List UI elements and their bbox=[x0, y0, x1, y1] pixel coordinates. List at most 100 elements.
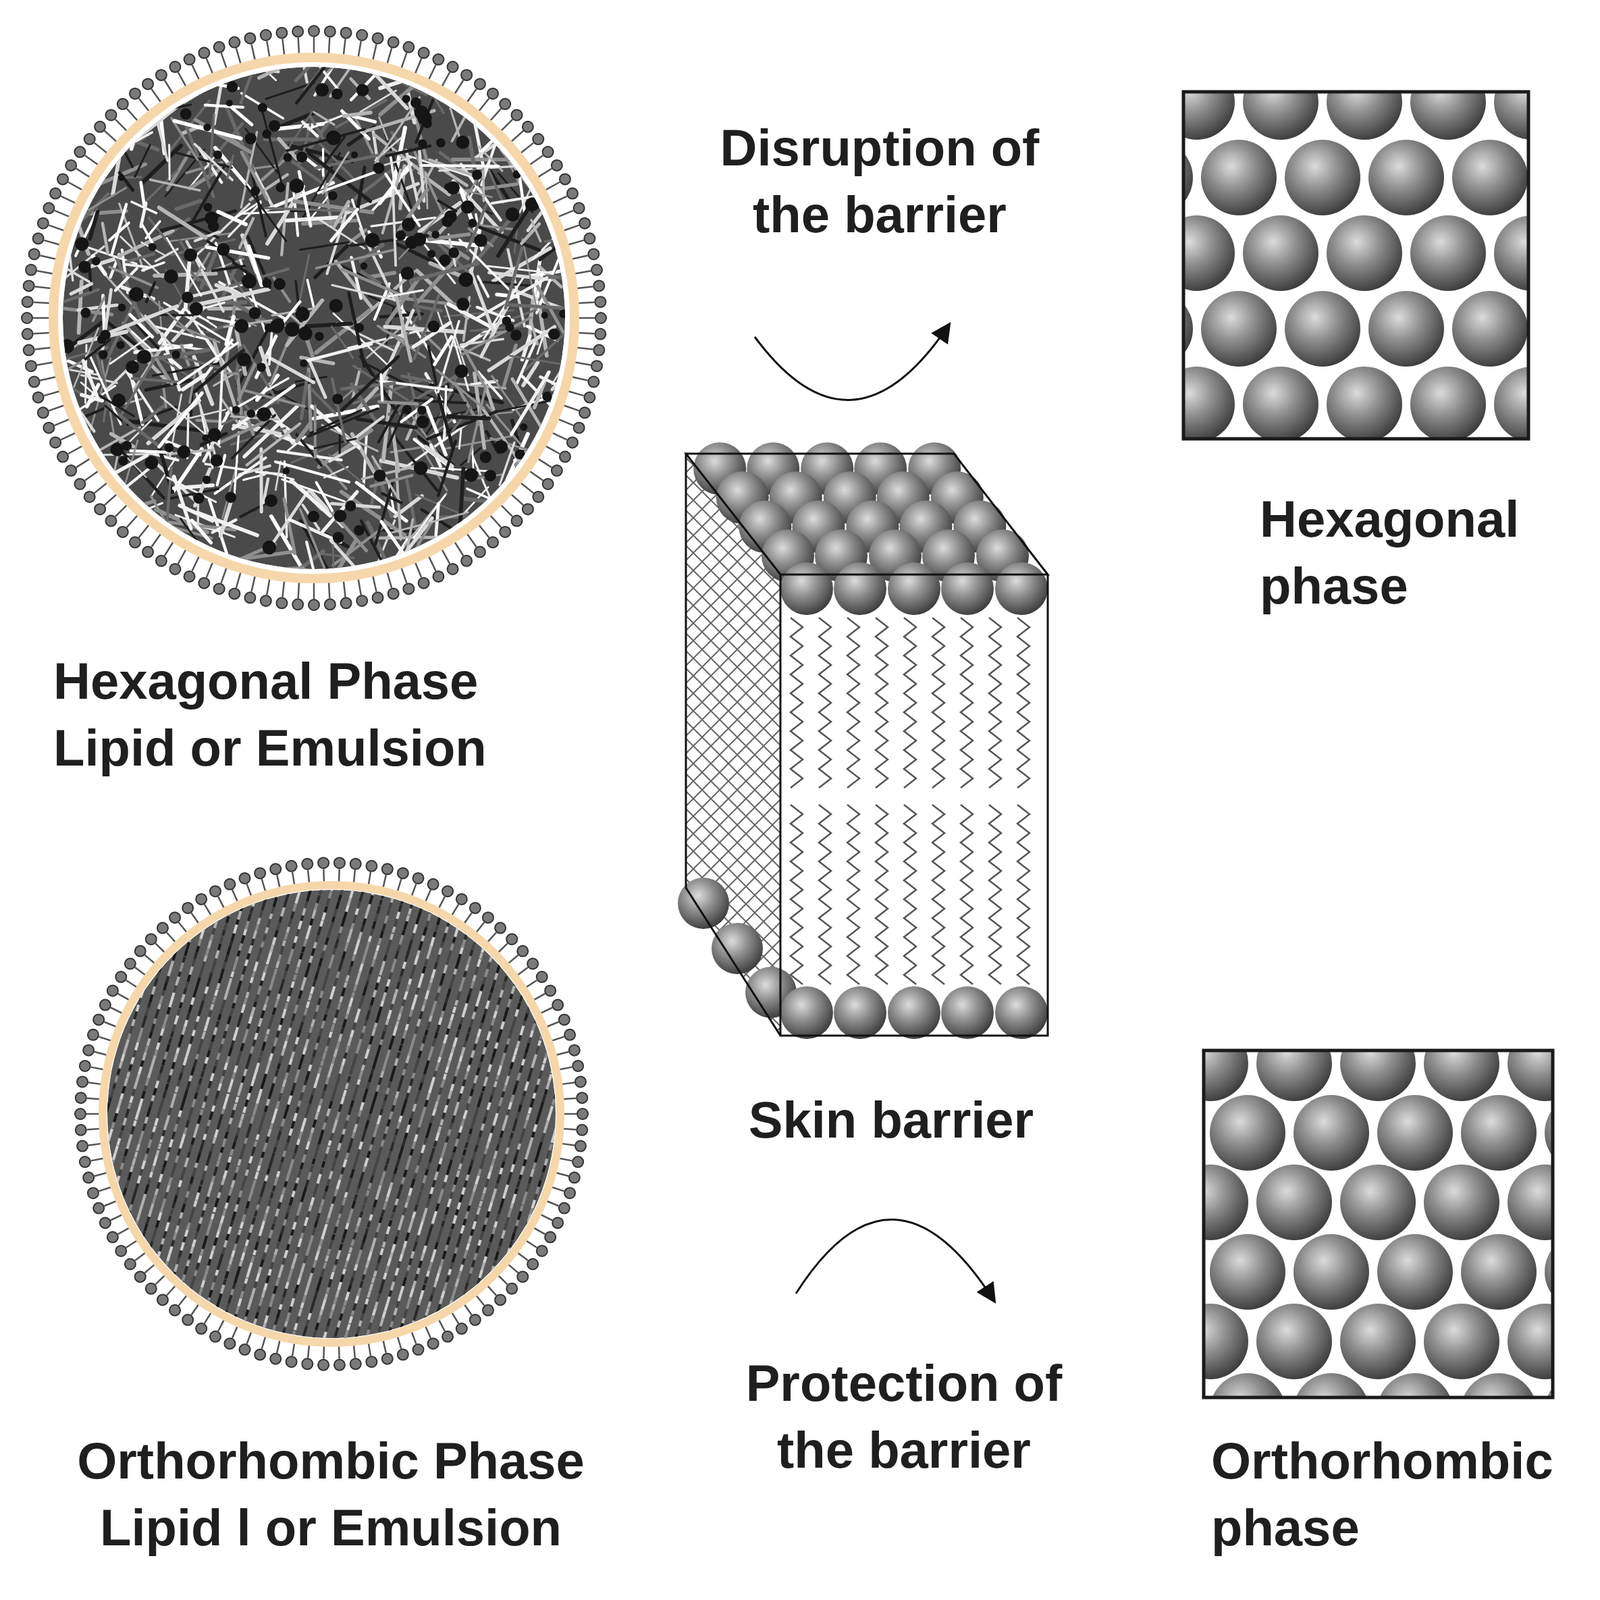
striation bbox=[134, 1120, 136, 1127]
fibre-knot bbox=[455, 135, 470, 150]
striation bbox=[273, 936, 277, 945]
fibre bbox=[105, 405, 122, 420]
lipid-head bbox=[579, 407, 591, 418]
lipid-tail bbox=[442, 72, 450, 86]
fibre bbox=[351, 78, 370, 99]
striation bbox=[217, 1120, 221, 1130]
lipid-head bbox=[22, 296, 34, 308]
striation bbox=[238, 979, 242, 990]
striation bbox=[287, 1064, 290, 1073]
striation bbox=[160, 995, 163, 1004]
lipid-tail bbox=[115, 119, 127, 131]
fibre-knot bbox=[262, 540, 277, 555]
striation bbox=[267, 958, 269, 965]
lipid-head bbox=[292, 26, 304, 38]
striation bbox=[216, 1298, 220, 1308]
striation bbox=[242, 1142, 246, 1154]
striation bbox=[172, 1061, 175, 1069]
striation bbox=[198, 1186, 201, 1193]
striation bbox=[125, 1038, 129, 1048]
striation bbox=[251, 1115, 254, 1124]
lipid-head bbox=[522, 121, 534, 133]
fibre-knot bbox=[436, 138, 446, 148]
lipid-tail bbox=[43, 240, 59, 245]
fibre bbox=[176, 200, 201, 209]
lipid-head bbox=[447, 563, 459, 575]
striation bbox=[307, 1001, 310, 1008]
lipid-head bbox=[372, 33, 384, 44]
fibre bbox=[186, 309, 219, 360]
striation bbox=[176, 1155, 179, 1163]
lipid-tail bbox=[94, 483, 107, 493]
lipid-head bbox=[308, 599, 320, 611]
striation bbox=[131, 1126, 134, 1135]
striation bbox=[226, 1301, 230, 1311]
lipid-head bbox=[184, 571, 196, 582]
striation bbox=[168, 1215, 171, 1223]
striation bbox=[114, 1112, 117, 1123]
striation bbox=[251, 1184, 254, 1195]
striation bbox=[229, 978, 232, 985]
striation bbox=[128, 1171, 131, 1181]
lipid-tail bbox=[85, 155, 98, 165]
fibre bbox=[159, 207, 206, 238]
striation bbox=[234, 1103, 237, 1110]
striation bbox=[261, 941, 264, 948]
striation bbox=[330, 921, 333, 931]
lipid-head bbox=[65, 465, 77, 476]
lipid-head bbox=[474, 546, 486, 558]
lipid-head bbox=[579, 218, 591, 229]
lipid-head bbox=[184, 54, 196, 65]
striation bbox=[195, 982, 198, 991]
striation bbox=[226, 1162, 229, 1170]
lipid-tail bbox=[313, 583, 316, 599]
fibre-knot bbox=[504, 322, 514, 332]
fibre bbox=[218, 211, 246, 225]
lipid-head bbox=[432, 571, 444, 582]
striation bbox=[265, 1105, 268, 1112]
striation bbox=[278, 1092, 282, 1102]
fibre-knot bbox=[256, 362, 266, 372]
fibre bbox=[142, 145, 181, 183]
fibre bbox=[452, 157, 524, 162]
fibre bbox=[269, 333, 273, 365]
striation bbox=[280, 945, 284, 955]
fibre bbox=[438, 398, 453, 449]
striation bbox=[186, 1051, 188, 1057]
striation bbox=[228, 1015, 231, 1025]
fibre bbox=[388, 409, 405, 447]
striation bbox=[274, 1076, 277, 1083]
lipid-tail bbox=[298, 37, 300, 54]
lipid-head bbox=[593, 280, 605, 291]
striation bbox=[228, 1264, 231, 1272]
striation bbox=[205, 1265, 209, 1274]
striation bbox=[248, 982, 252, 992]
lipid-tail bbox=[68, 446, 82, 454]
striation bbox=[297, 959, 300, 968]
striation bbox=[255, 923, 258, 931]
striation bbox=[213, 1065, 216, 1074]
fibre-knot bbox=[118, 456, 129, 466]
lipid-head bbox=[593, 344, 605, 356]
fibre-knot bbox=[329, 299, 343, 313]
lipid-head bbox=[356, 595, 368, 607]
lipid-tail bbox=[48, 405, 64, 412]
fibre-knot bbox=[299, 359, 308, 368]
fibre bbox=[150, 179, 200, 191]
striation bbox=[315, 972, 318, 980]
striation bbox=[142, 1090, 145, 1099]
striation bbox=[151, 1132, 154, 1140]
striation bbox=[253, 1109, 255, 1116]
striation bbox=[122, 1124, 125, 1131]
striation bbox=[309, 924, 312, 931]
fibre bbox=[88, 269, 92, 290]
fibre bbox=[297, 423, 310, 442]
fibre-knot bbox=[401, 217, 416, 231]
striation bbox=[127, 1072, 129, 1078]
striation bbox=[128, 1103, 131, 1109]
striation bbox=[224, 1169, 227, 1179]
striation bbox=[253, 1039, 256, 1046]
lipid-head bbox=[324, 598, 336, 610]
fibre bbox=[230, 416, 278, 420]
lipid-head bbox=[532, 133, 544, 145]
